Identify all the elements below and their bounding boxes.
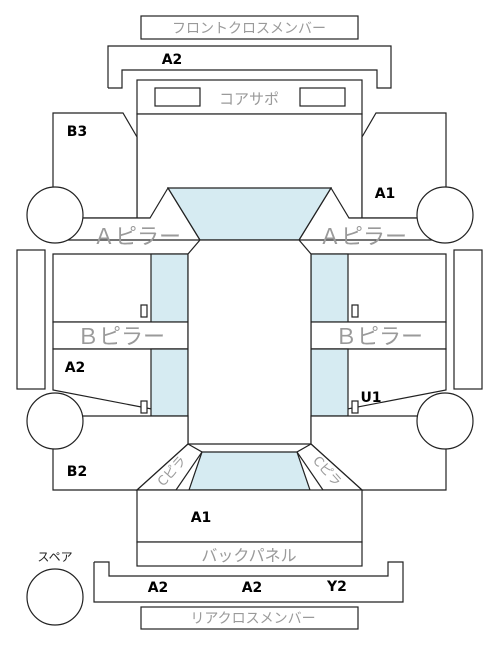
right-front-window	[310, 253, 349, 323]
spare-label: スペア	[37, 550, 72, 564]
trunk-box	[136, 489, 363, 543]
headlight-right	[299, 87, 346, 107]
rear-window	[188, 451, 311, 491]
front-cross-member-label: フロントクロスメンバー	[172, 21, 326, 37]
front-right-wheel	[416, 186, 474, 244]
grade-center-right: U1	[360, 390, 381, 406]
back-panel-label: バックパネル	[201, 546, 296, 565]
grade-trunk: A1	[191, 510, 212, 526]
front-left-wheel	[26, 186, 84, 244]
grade-rear-cross-1: A2	[148, 580, 169, 596]
right-front-door-handle	[351, 304, 359, 318]
right-side-sill	[453, 249, 483, 390]
grade-front-left: B3	[67, 124, 87, 140]
headlight-left	[154, 87, 201, 107]
front-cross-member-box	[140, 15, 359, 40]
right-rear-window	[310, 348, 349, 417]
grade-rear-left: B2	[67, 464, 87, 480]
rear-cross-member-label: リアクロスメンバー	[190, 611, 315, 627]
back-panel-box	[136, 541, 363, 567]
left-side-sill	[16, 249, 46, 390]
grade-rear-cross-3: Y2	[326, 579, 347, 595]
core-support-label: コアサポ	[219, 90, 279, 108]
rear-left-wheel	[26, 392, 84, 450]
right-rear-door-handle	[351, 400, 359, 414]
left-rear-window	[150, 348, 189, 417]
left-front-door-handle	[140, 304, 148, 318]
b-pillar-left	[52, 321, 189, 350]
left-rear-door-handle	[140, 400, 148, 414]
b-pillar-left-label: Ｂピラー	[77, 325, 165, 350]
roof	[187, 239, 312, 445]
grade-center-left: A2	[65, 360, 86, 376]
grade-front-right: A1	[375, 186, 396, 202]
grade-front-cross-member: A2	[162, 52, 183, 68]
spare-tire	[26, 568, 84, 626]
a-pillar-right-label: Ａピラー	[319, 225, 407, 250]
rear-right-wheel	[416, 392, 474, 450]
rear-cross-member-bracket	[93, 561, 404, 603]
front-cross-member-bracket	[107, 45, 392, 89]
a-pillar-left-label: Ａピラー	[93, 225, 181, 250]
b-pillar-right-label: Ｂピラー	[335, 325, 423, 350]
left-front-window	[150, 253, 189, 323]
grade-rear-cross-2: A2	[242, 580, 263, 596]
rear-cross-member-box	[140, 606, 359, 630]
